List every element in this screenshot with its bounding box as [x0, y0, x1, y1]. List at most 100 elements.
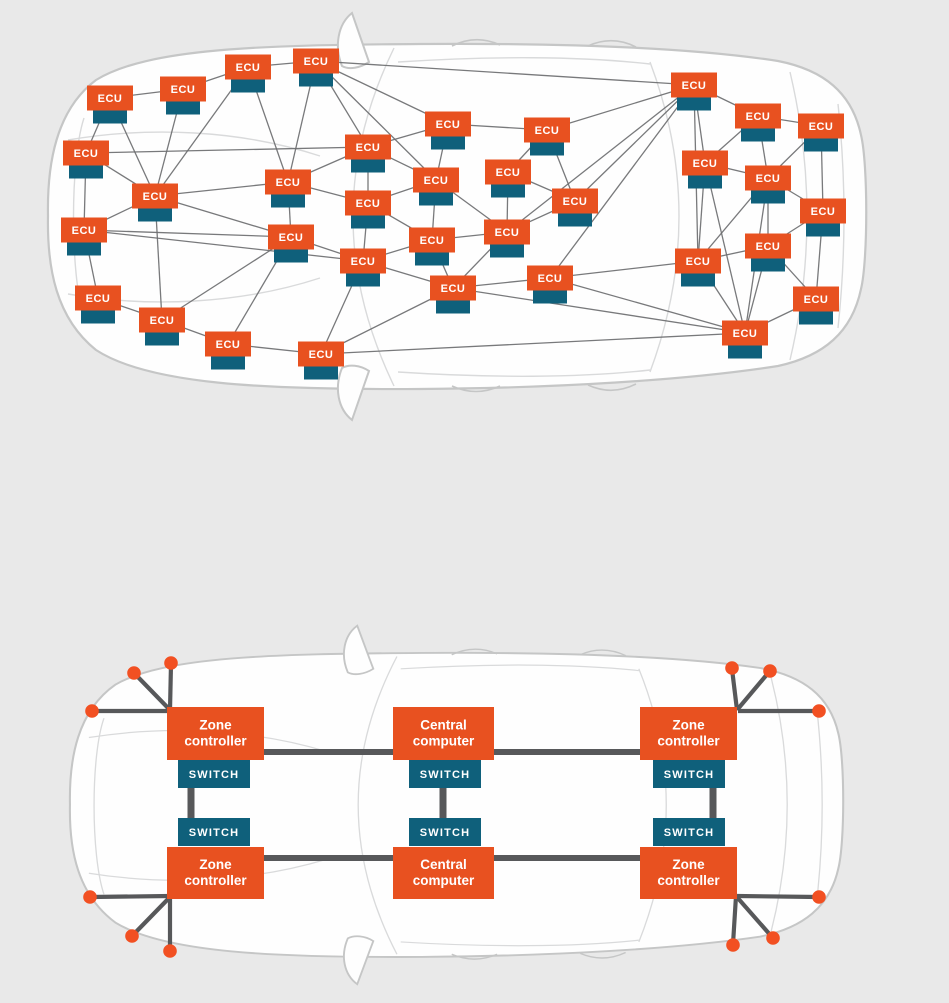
- sensor-dot: [726, 938, 740, 952]
- ecu-node: ECU: [413, 167, 459, 206]
- switch-body: [178, 818, 250, 846]
- ecu-box: [298, 341, 344, 367]
- ecu-label: ECU: [424, 175, 449, 187]
- ecu-connector: [274, 248, 308, 263]
- ecu-label: ECU: [143, 191, 168, 203]
- ecu-label: ECU: [756, 241, 781, 253]
- ecu-box: [160, 76, 206, 102]
- ecu-connector: [533, 289, 567, 304]
- ecu-node: ECU: [735, 103, 781, 142]
- ecu-label: ECU: [756, 173, 781, 185]
- ecu-box: [340, 248, 386, 274]
- ecu-label: ECU: [682, 80, 707, 92]
- switch-body: [409, 760, 481, 788]
- ecu-label: ECU: [304, 56, 329, 68]
- ecu-connector: [419, 191, 453, 206]
- sensor-dot: [763, 664, 777, 678]
- ecu-node: ECU: [524, 117, 570, 156]
- zonal-backbone-lines: [90, 663, 819, 950]
- ecu-link: [704, 162, 746, 334]
- box-body: [640, 847, 737, 899]
- ecu-box: [139, 307, 185, 333]
- ecu-connector: [231, 78, 265, 93]
- box-body: [393, 847, 494, 899]
- ecu-label: ECU: [150, 315, 175, 327]
- sensor-link: [167, 663, 174, 711]
- ecu-connector: [741, 127, 775, 142]
- switch-box: SWITCH: [653, 760, 725, 788]
- switch-label: SWITCH: [664, 827, 715, 839]
- ecu-label: ECU: [811, 206, 836, 218]
- ecu-box: [671, 72, 717, 98]
- ecu-connector: [304, 365, 338, 380]
- ecu-node: ECU: [139, 307, 185, 346]
- ecu-label: ECU: [441, 283, 466, 295]
- ecu-box: [61, 217, 107, 243]
- ecu-node: ECU: [527, 265, 573, 304]
- ecu-connector: [728, 344, 762, 359]
- ecu-link: [83, 229, 292, 238]
- ecu-node: ECU: [745, 165, 791, 204]
- sensor-link: [730, 895, 739, 945]
- ecu-box: [745, 165, 791, 191]
- ecu-box: [87, 85, 133, 111]
- box-body: [167, 707, 264, 760]
- switch-body: [653, 760, 725, 788]
- ecu-connector: [490, 243, 524, 258]
- ecu-box: [552, 188, 598, 214]
- ecu-connector: [67, 241, 101, 256]
- ecu-box: [484, 219, 530, 245]
- ecu-label: ECU: [72, 225, 97, 237]
- sensor-link: [131, 894, 173, 937]
- ecu-box: [425, 111, 471, 137]
- ecu-box: [205, 331, 251, 357]
- ecu-link: [549, 277, 746, 334]
- ecu-link: [315, 60, 437, 181]
- ecu-connector: [211, 355, 245, 370]
- ecu-link: [574, 84, 695, 202]
- ecu-connector: [436, 299, 470, 314]
- sensor-dot: [85, 704, 99, 718]
- ecu-node: ECU: [745, 233, 791, 272]
- switch-body: [178, 760, 250, 788]
- ecu-nodes: ECU ECU ECU ECU ECU ECU ECU ECU ECU ECU ECU ECU ECU E…: [61, 48, 846, 380]
- ecu-box: [722, 320, 768, 346]
- switch-box: SWITCH: [653, 818, 725, 846]
- box-body: [167, 847, 264, 899]
- sensor-dot: [127, 666, 141, 680]
- ecu-label: ECU: [733, 328, 758, 340]
- ecu-label: ECU: [309, 349, 334, 361]
- ecu-label: ECU: [804, 294, 829, 306]
- sensor-link: [734, 894, 774, 939]
- ecu-node: ECU: [675, 248, 721, 287]
- ecu-box: [132, 183, 178, 209]
- switch-body: [653, 818, 725, 846]
- ecu-node: ECU: [265, 169, 311, 208]
- ecu-connector: [145, 331, 179, 346]
- ecu-label: ECU: [495, 227, 520, 239]
- sensor-link: [90, 893, 171, 900]
- ecu-connector: [558, 212, 592, 227]
- sensor-dot: [812, 704, 826, 718]
- ecu-link: [85, 146, 369, 154]
- ecu-box: [682, 150, 728, 176]
- ecu-connector: [346, 272, 380, 287]
- ecu-link: [320, 332, 746, 355]
- ecu-connector: [431, 135, 465, 150]
- ecu-link: [315, 60, 695, 86]
- ecu-connector: [299, 72, 333, 87]
- ecu-connector: [69, 164, 103, 179]
- switch-label: SWITCH: [420, 827, 471, 839]
- ecu-link: [549, 260, 699, 279]
- sensor-link: [729, 668, 740, 711]
- ecu-node: ECU: [800, 198, 846, 237]
- ecu-label: ECU: [351, 256, 376, 268]
- ecu-connector: [81, 309, 115, 324]
